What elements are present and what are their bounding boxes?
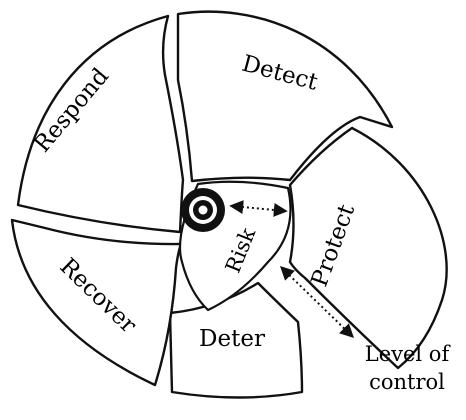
level-line-2: control bbox=[369, 370, 445, 394]
segment-deter bbox=[168, 281, 304, 399]
target-icon bbox=[181, 188, 225, 232]
segment-recover bbox=[10, 218, 183, 387]
level-line-1: Level of bbox=[364, 342, 450, 366]
segment-protect bbox=[288, 126, 448, 370]
label-deter: Deter bbox=[199, 326, 265, 352]
segment-respond bbox=[16, 14, 185, 234]
segment-detect bbox=[176, 10, 394, 183]
double-arrow-icon bbox=[279, 266, 355, 338]
double-arrow-icon bbox=[229, 200, 288, 217]
level-of-control-label: Level of control bbox=[352, 340, 462, 396]
